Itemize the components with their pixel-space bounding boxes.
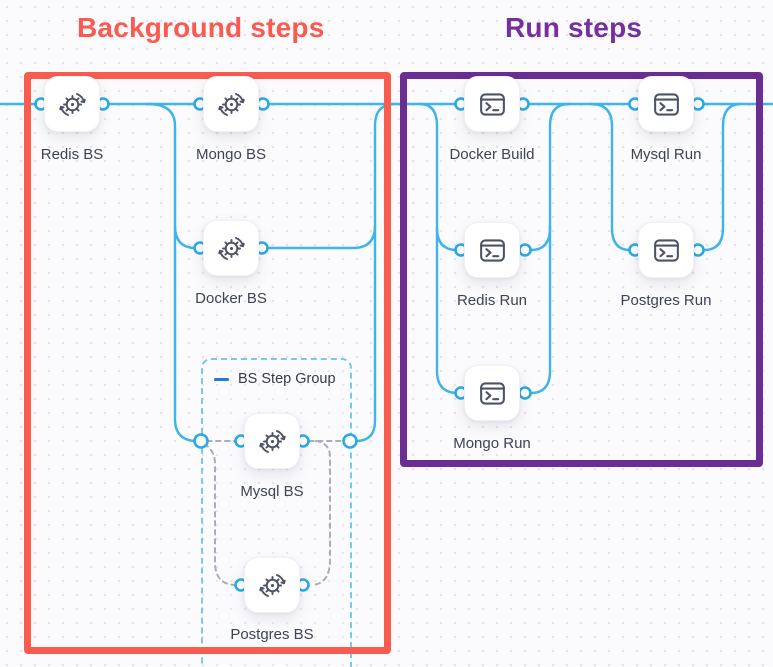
node-label: Redis BS	[40, 146, 104, 163]
port[interactable]	[193, 433, 209, 449]
bs-step-group-header[interactable]: BS Step Group	[214, 371, 336, 387]
terminal-icon	[653, 238, 679, 262]
node-mysql-run[interactable]	[638, 76, 694, 132]
node-mongo-run[interactable]	[464, 365, 520, 421]
edge	[529, 102, 571, 252]
node-label: Redis Run	[456, 292, 528, 309]
collapse-dash-icon[interactable]	[214, 377, 229, 381]
dashed-edge	[203, 443, 237, 586]
node-redis-run[interactable]	[464, 222, 520, 278]
node-redis-bs[interactable]	[44, 76, 100, 132]
node-postgres-run[interactable]	[638, 222, 694, 278]
node-label: Mysql BS	[240, 483, 304, 500]
edge	[529, 224, 552, 395]
node-label: Mongo Run	[453, 435, 531, 452]
run-steps-box	[400, 72, 763, 467]
edge	[435, 226, 459, 252]
terminal-icon	[653, 92, 679, 116]
edge	[354, 224, 377, 443]
node-label: Mysql Run	[630, 146, 702, 163]
node-label: Docker BS	[195, 290, 267, 307]
dashed-edge	[312, 440, 331, 586]
node-postgres-bs[interactable]	[244, 557, 300, 613]
node-label: Mongo BS	[195, 146, 267, 163]
edge	[418, 102, 460, 395]
edge	[173, 224, 198, 250]
gear-sync-icon	[58, 92, 86, 116]
node-mongo-bs[interactable]	[203, 76, 259, 132]
edge	[702, 102, 743, 252]
gear-sync-icon	[258, 429, 286, 453]
edges	[0, 102, 773, 443]
node-docker-build[interactable]	[464, 76, 520, 132]
bs-step-group-box	[201, 358, 352, 667]
edge	[146, 102, 199, 443]
background-steps-box	[24, 72, 391, 654]
node-label: Postgres Run	[620, 292, 712, 309]
terminal-icon	[479, 238, 505, 262]
node-docker-bs[interactable]	[203, 220, 259, 276]
background-steps-title: Background steps	[77, 12, 325, 43]
edge	[589, 102, 632, 252]
terminal-icon	[479, 381, 505, 405]
gear-sync-icon	[217, 236, 245, 260]
gear-sync-icon	[217, 92, 245, 116]
run-steps-title: Run steps	[505, 12, 643, 43]
node-label: Docker Build	[449, 146, 535, 163]
node-label: Postgres BS	[230, 626, 314, 643]
node-mysql-bs[interactable]	[244, 413, 300, 469]
port[interactable]	[342, 433, 358, 449]
bs-step-group-label: BS Step Group	[238, 371, 336, 387]
dashed-edges	[203, 440, 345, 586]
terminal-icon	[479, 92, 505, 116]
gear-sync-icon	[258, 573, 286, 597]
